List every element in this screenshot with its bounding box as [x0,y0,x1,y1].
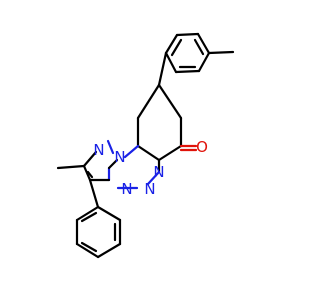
triazine-ring [107,144,161,190]
atom-label-n-triazine-a: N [121,180,132,198]
atom-label-n-bridge: N [114,148,125,166]
tolyl-ring [164,32,211,74]
atom-label-o-carbonyl: O [196,138,208,156]
cyclohexenone-ring [136,83,183,162]
tolyl-methyl-bond [207,50,235,55]
phenyl-attachment-bond [88,178,100,209]
atom-label-n-pyrazole: N [93,141,104,159]
phenyl-ring [75,205,122,259]
tolyl-attachment-bond [157,51,168,87]
atom-label-n-triazine-c: N [153,163,164,181]
chemical-structure-drawing: N N N N N O [56,32,235,259]
pyrazole-methyl-bond [56,164,86,170]
atom-label-n-triazine-b: N [144,180,155,198]
pyrazole-ring [82,139,115,182]
